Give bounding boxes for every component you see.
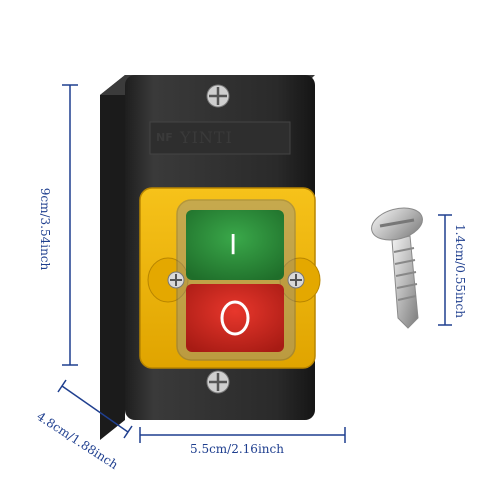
width-label: 5.5cm/2.16inch (190, 442, 284, 456)
brand-mark: NF (156, 131, 173, 144)
green-button (186, 210, 284, 280)
housing-side (100, 75, 125, 440)
bottom-screw (206, 370, 230, 394)
top-screw (206, 84, 230, 108)
left-frame-screw (167, 271, 185, 289)
brand-name: YINTI (180, 128, 233, 147)
screw-length-dimension (438, 214, 452, 326)
on-symbol: I (229, 228, 238, 261)
right-frame-screw (287, 271, 305, 289)
height-dimension (62, 84, 78, 366)
brand-plate (149, 121, 291, 155)
red-button (186, 284, 284, 352)
screw-length-label: 1.4cm/0.55inch (453, 224, 467, 318)
height-label: 9cm/3.54inch (38, 187, 52, 271)
depth-dimension (57, 379, 133, 439)
off-symbol-ring (220, 300, 250, 336)
loose-screw (371, 207, 423, 329)
width-dimension (139, 427, 346, 443)
